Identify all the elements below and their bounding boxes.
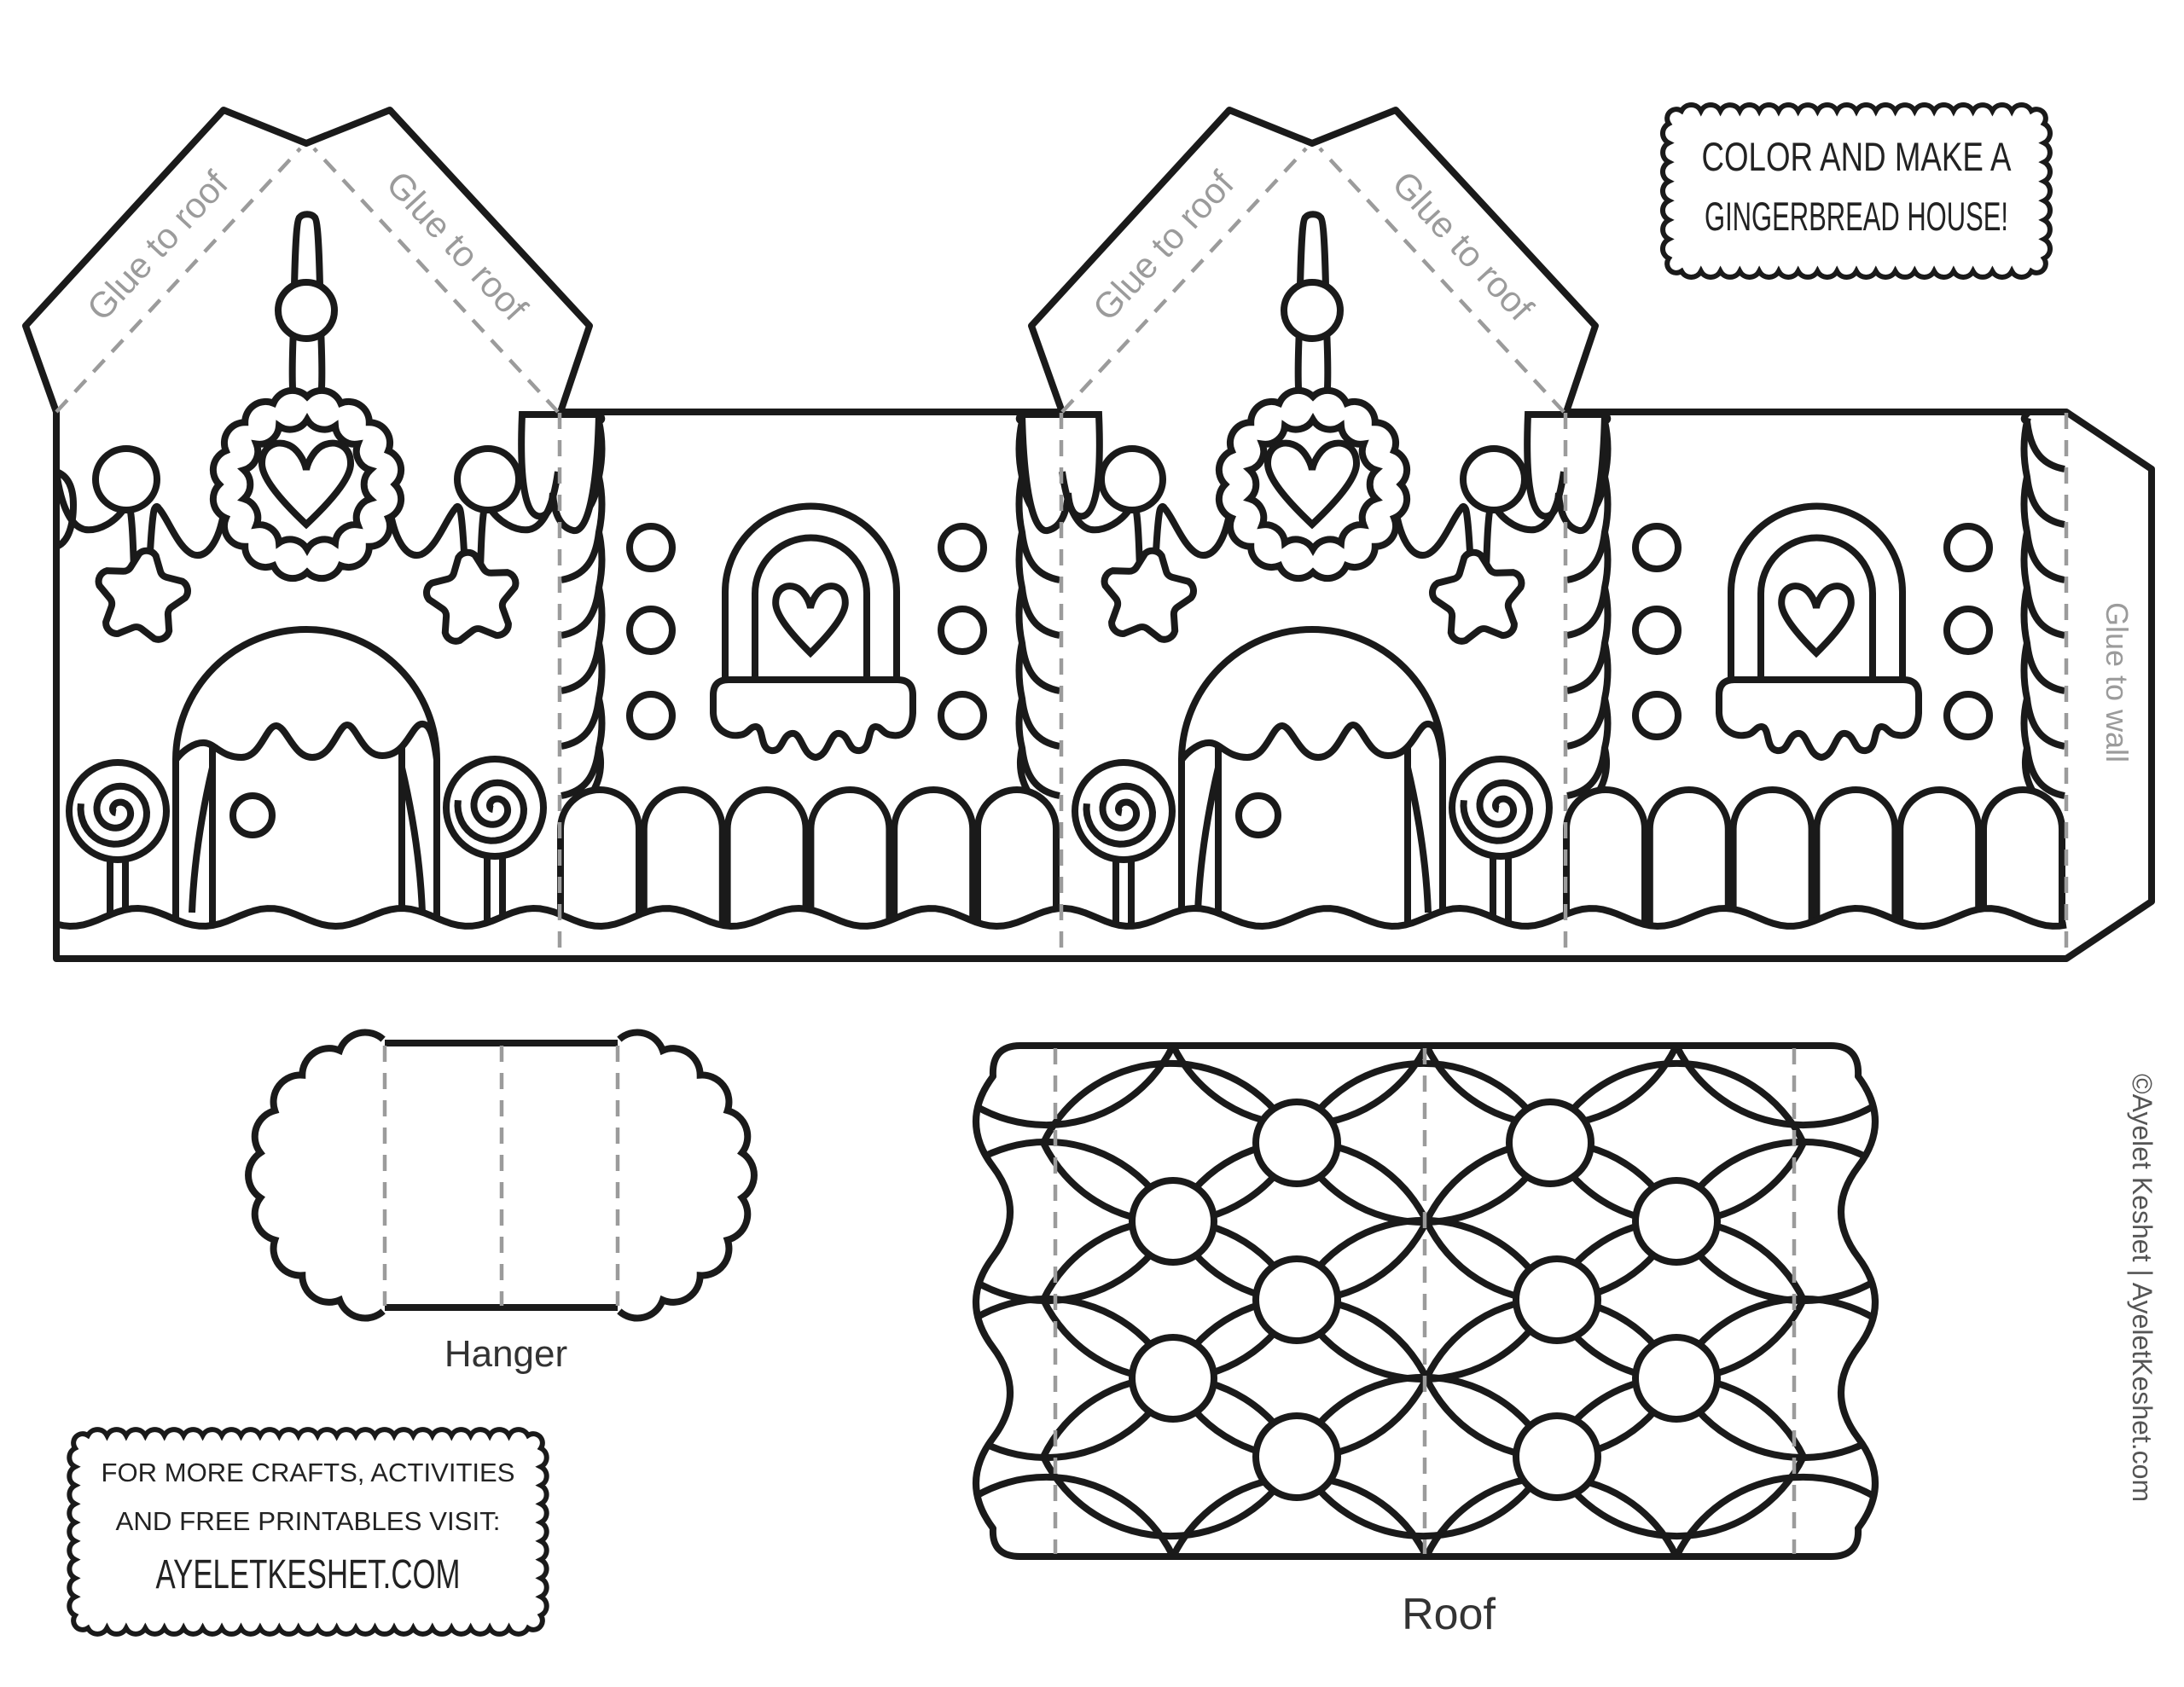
svg-text:GINGERBREAD HOUSE!: GINGERBREAD HOUSE! xyxy=(1705,194,2008,239)
svg-text:Hanger: Hanger xyxy=(444,1333,567,1375)
svg-text:Roof: Roof xyxy=(1402,1590,1496,1639)
svg-text:Glue to wall: Glue to wall xyxy=(2100,602,2135,762)
svg-text:©Ayelet Keshet | AyeletKeshet.: ©Ayelet Keshet | AyeletKeshet.com xyxy=(2127,1074,2158,1502)
svg-text:FOR MORE CRAFTS, ACTIVITIES: FOR MORE CRAFTS, ACTIVITIES xyxy=(102,1458,515,1487)
svg-text:AYELETKESHET.COM: AYELETKESHET.COM xyxy=(156,1552,461,1597)
svg-text:AND FREE PRINTABLES VISIT:: AND FREE PRINTABLES VISIT: xyxy=(116,1506,501,1536)
svg-text:COLOR AND MAKE A: COLOR AND MAKE A xyxy=(1702,134,2013,179)
